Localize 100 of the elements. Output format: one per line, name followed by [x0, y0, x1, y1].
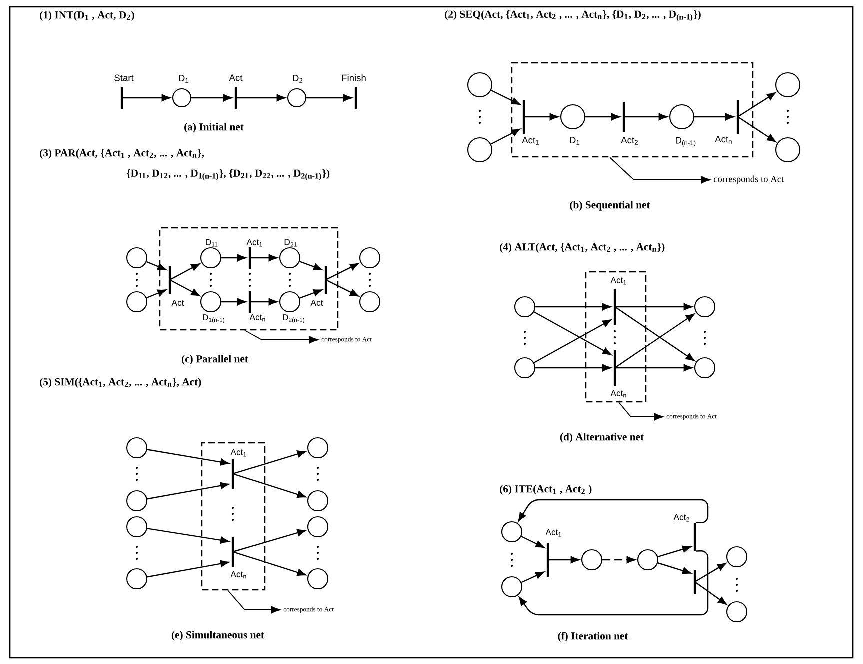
arrow — [625, 113, 668, 121]
arrow — [147, 560, 230, 578]
arrow — [616, 364, 693, 372]
place-circle — [126, 437, 148, 459]
arrow — [234, 474, 306, 498]
place-circle — [126, 247, 148, 269]
node-label: D$_{1}$ — [570, 137, 580, 145]
node-label: Act$_{2}$ — [621, 137, 638, 145]
node-label: Start — [114, 74, 134, 82]
place-circle — [694, 357, 716, 379]
formula-heading: (4) ALT(Act, {Act$_{1}$, Act$_{2}$ , ... , Act$_{n}$}) — [500, 243, 665, 253]
arrow — [518, 499, 709, 524]
node-label: D$_{(n-1)}$ — [676, 137, 696, 147]
arrow — [696, 563, 726, 582]
node-label: Finish — [342, 74, 366, 82]
node-label: Act$_{1}$ — [522, 137, 539, 145]
node-label: D$_{1(n-1)}$ — [203, 314, 225, 324]
arrow — [147, 482, 230, 500]
place-circle — [637, 549, 659, 571]
figure-caption: (e) Simultaneous net — [172, 631, 264, 641]
formula-heading: {D$_{11}$, D$_{12}$, ... , D$_{1(n-1)}$}, {D$_{21}$, D$_{22}$, ... , D$_{2(n-1)}$}) — [126, 170, 330, 180]
leader-arrow — [228, 590, 281, 614]
node-label: D$_{2(n-1)}$ — [283, 314, 305, 324]
arrow — [525, 113, 559, 121]
arrow — [739, 117, 776, 142]
arrow — [694, 113, 734, 121]
arrow — [616, 303, 693, 311]
arrow — [536, 364, 612, 372]
arrow — [251, 298, 278, 306]
node-label: Act$_{1}$ — [610, 277, 626, 285]
arrow — [586, 113, 620, 121]
arrow — [300, 289, 322, 299]
dashed-boundary-box — [511, 62, 754, 158]
arrow — [534, 320, 612, 364]
arrow — [602, 556, 636, 564]
arrow — [234, 450, 306, 474]
place-circle — [581, 549, 603, 571]
dashed-boundary-box — [201, 442, 266, 591]
formula-heading: (2) SEQ(Act, {Act$_{1}$, Act$_{2}$ , ... , Act$_{n}$}, {D$_{1}$, D$_{2}$, ... , D$_{(n-1)}$}) — [445, 10, 701, 22]
arrow — [146, 290, 166, 299]
place-circle — [726, 546, 748, 568]
figure-caption: (d) Alternative net — [560, 433, 644, 443]
node-label: Act — [229, 74, 243, 82]
arrow — [658, 562, 692, 574]
place-circle — [126, 490, 148, 512]
place-circle — [126, 291, 148, 313]
arrow — [123, 94, 171, 102]
arrow — [300, 261, 322, 271]
arrow — [234, 552, 306, 576]
dashed-boundary-box — [159, 227, 339, 331]
arrow — [491, 90, 521, 106]
place-circle — [501, 521, 523, 543]
node-label: D$_{21}$ — [284, 239, 297, 247]
arrow — [234, 529, 306, 552]
leader-arrow — [610, 157, 711, 184]
leader-arrow — [244, 330, 319, 344]
place-circle — [775, 72, 801, 98]
transition-bar — [694, 570, 696, 594]
place-circle — [694, 296, 716, 318]
arrow — [490, 128, 521, 145]
place-circle — [514, 296, 536, 318]
arrow — [549, 556, 580, 564]
place-circle — [307, 516, 329, 538]
arrow — [222, 254, 246, 262]
arrow — [521, 572, 545, 584]
place-circle — [467, 137, 493, 163]
arrow — [222, 298, 246, 306]
place-circle — [359, 247, 381, 269]
node-label: Act$_{n}$ — [715, 136, 732, 144]
annotation-text: corresponds to Act — [714, 176, 784, 184]
arrow — [327, 263, 359, 280]
arrow — [521, 536, 545, 548]
leader-arrow — [618, 402, 664, 421]
formula-heading: (1) INT(D$_{1}$ , Act, D$_{2}$) — [40, 11, 134, 21]
node-label: Act$_{n}$ — [230, 571, 246, 579]
place-circle — [501, 576, 523, 598]
arrow — [616, 307, 695, 362]
node-label: Act$_{1}$ — [546, 529, 562, 537]
place-circle — [775, 137, 801, 163]
place-circle — [726, 601, 748, 623]
arrow — [147, 528, 230, 544]
node-label: Act — [310, 300, 324, 306]
arrow — [306, 94, 352, 102]
arrow — [171, 264, 200, 280]
node-label: Act$_{n}$ — [250, 314, 266, 322]
arrow — [327, 280, 359, 297]
arrow — [518, 550, 709, 616]
dashed-boundary-box — [585, 271, 647, 403]
node-label: Act$_{1}$ — [230, 449, 246, 457]
place-circle — [307, 490, 329, 512]
node-label: Act$_{1}$ — [246, 239, 262, 247]
arrow — [534, 312, 612, 356]
place-circle — [307, 437, 329, 459]
arrow — [146, 261, 166, 270]
node-label: Act — [172, 300, 184, 306]
arrow — [237, 94, 286, 102]
node-label: D$_{1}$ — [179, 75, 189, 83]
formula-heading: (3) PAR(Act, {Act$_{1}$ , Act$_{2}$, ... , Act$_{n}$}, — [40, 149, 204, 159]
formula-heading: (5) SIM({Act$_{1}$, Act$_{2}$, ... , Act$_{n}$}, Act) — [40, 378, 202, 388]
arrow — [536, 303, 612, 311]
